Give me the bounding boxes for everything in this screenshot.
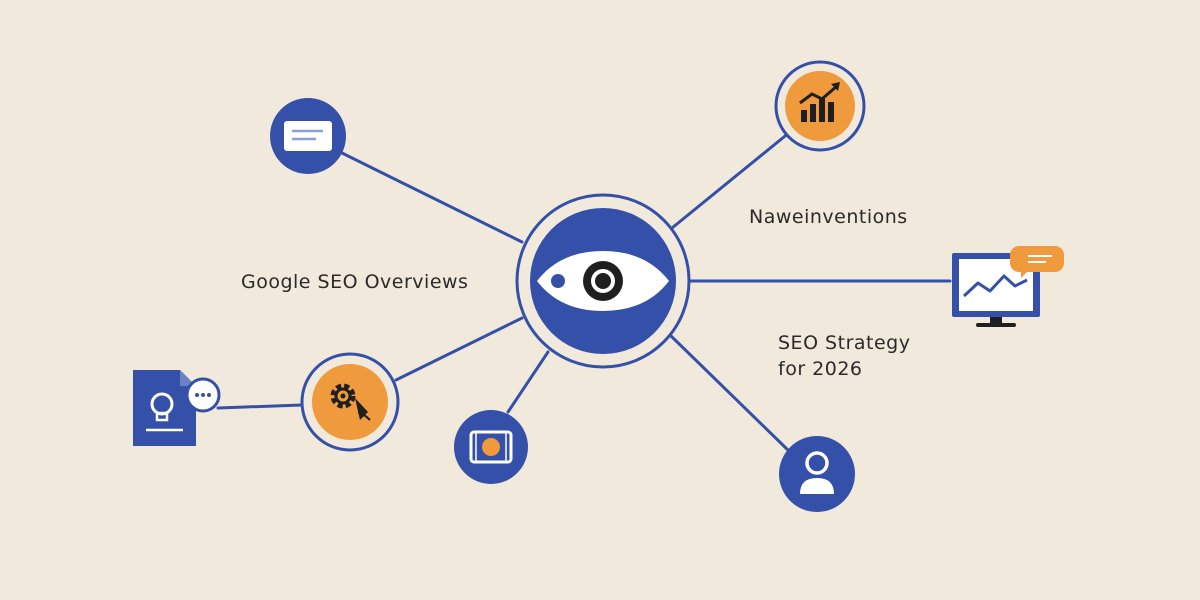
growth-chart-icon — [774, 60, 866, 152]
connector-left — [394, 316, 524, 382]
message-card-icon — [270, 98, 346, 174]
label-naweinventions: Naweinventions — [749, 206, 908, 228]
connector-bottom-center — [506, 350, 550, 414]
label-seo-strategy-line2: for 2026 — [778, 358, 863, 380]
label-seo-strategy: SEO Strategy for 2026 — [778, 330, 910, 382]
connector-bottom-right — [668, 333, 792, 454]
label-seo-strategy-line1: SEO Strategy — [778, 332, 911, 354]
media-frame-icon — [454, 410, 528, 484]
connectors — [216, 130, 952, 454]
eye-icon — [515, 193, 691, 369]
connector-top-left — [338, 150, 524, 244]
document-lightbulb-icon — [133, 370, 221, 446]
user-icon — [779, 436, 855, 512]
gear-icon — [300, 352, 400, 452]
label-google-seo-overviews: Google SEO Overviews — [241, 271, 469, 293]
monitor-chart-icon — [952, 246, 1064, 327]
connector-top-right — [670, 130, 792, 230]
connector-far-left — [216, 403, 304, 410]
